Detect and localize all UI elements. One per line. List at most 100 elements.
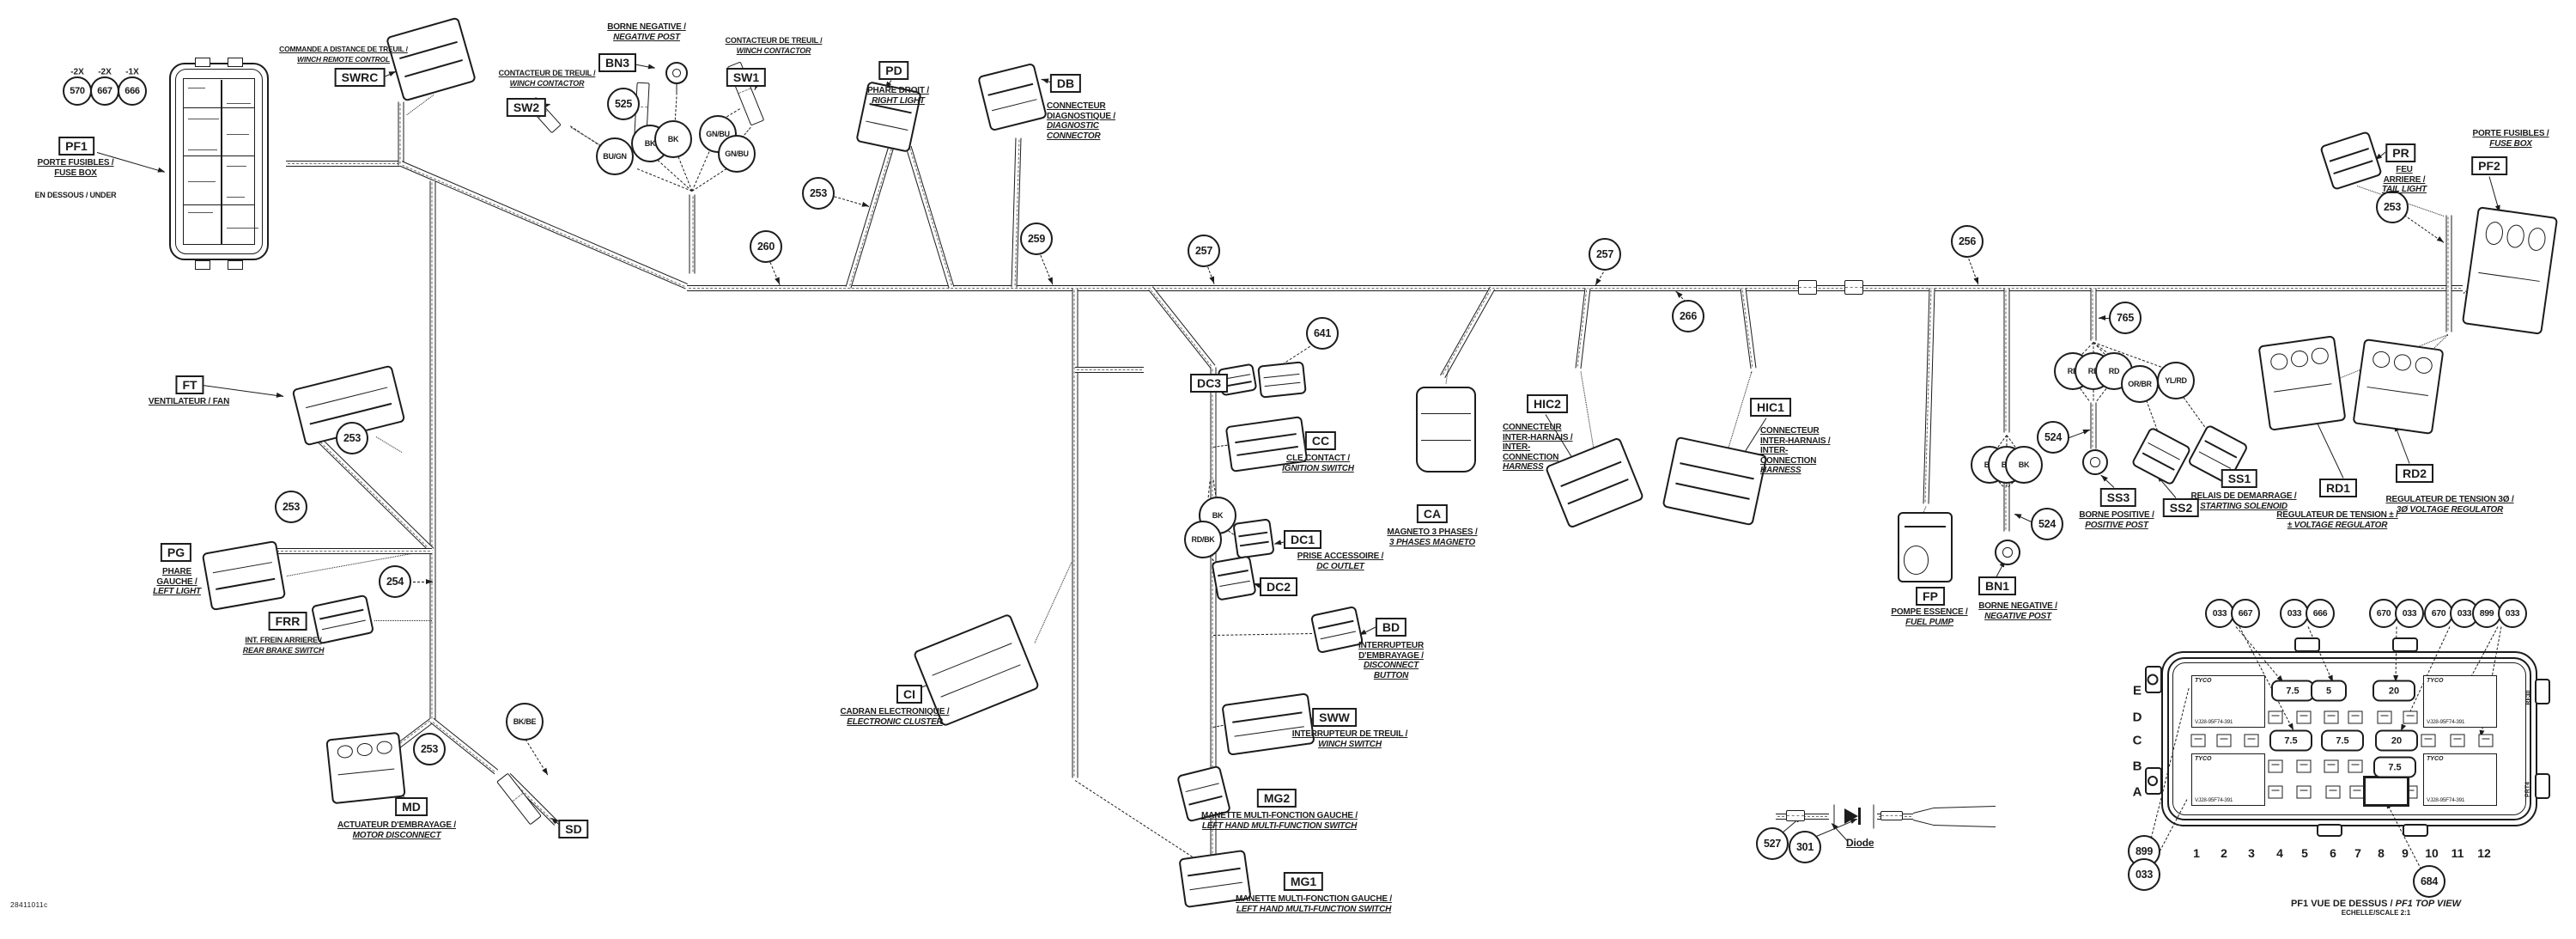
legend-count-2: -1X xyxy=(125,67,139,77)
component-code-rd1: RD1 xyxy=(2318,479,2358,497)
callout-033: 033 xyxy=(2280,599,2309,628)
leader-line xyxy=(569,125,602,147)
harness-conduit xyxy=(1439,286,1496,378)
mounting-hole xyxy=(2147,674,2159,686)
callout-033: 033 xyxy=(2205,599,2234,628)
component-code-pg: PG xyxy=(160,543,192,562)
component-code-sww: SWW xyxy=(1312,708,1357,727)
wire-ref-or-br: OR/BR xyxy=(2121,365,2159,403)
component-label-bn1: BORNE NEGATIVE /NEGATIVE POST xyxy=(1978,601,2057,621)
arrowhead xyxy=(2099,315,2105,320)
ss2-connector xyxy=(2130,426,2192,486)
component-code-swrc: SWRC xyxy=(334,68,386,87)
col-number-1: 1 xyxy=(2193,846,2200,860)
bd-connector xyxy=(1309,605,1364,655)
terminal-3 xyxy=(2348,710,2363,724)
col-number-2: 2 xyxy=(2221,846,2227,860)
harness-conduit xyxy=(2445,215,2452,332)
leader-line xyxy=(1933,806,1996,808)
arrowhead xyxy=(1273,540,1282,546)
leader-line xyxy=(1727,371,1753,451)
terminal-19 xyxy=(2349,785,2365,799)
component-code-frr: FRR xyxy=(268,612,307,631)
caption-en: PF1 TOP VIEW xyxy=(2395,899,2462,909)
wire-ref-bk: BK xyxy=(654,120,692,158)
terminal-17 xyxy=(2296,785,2312,799)
harness-conduit xyxy=(687,284,2463,291)
harness-conduit xyxy=(2090,402,2097,448)
col-number-7: 7 xyxy=(2354,846,2361,860)
callout-670: 670 xyxy=(2424,599,2453,628)
row-letter-A: A xyxy=(2132,784,2142,800)
trunk-inline-1 xyxy=(1798,280,1817,295)
side-tab-RF30: RF30 xyxy=(2525,690,2532,705)
component-label-sw2: CONTACTEUR DE TREUIL /WINCH CONTACTOR xyxy=(498,69,596,88)
harness-conduit xyxy=(1148,285,1216,369)
leader-line xyxy=(1912,820,1935,826)
col-number-3: 3 xyxy=(2248,846,2255,860)
fuse-panel-tab-2 xyxy=(2317,824,2342,837)
leader-line xyxy=(1034,562,1072,643)
callout-667: 667 xyxy=(2231,599,2260,628)
harness-conduit xyxy=(305,425,434,552)
callout-253: 253 xyxy=(336,422,368,454)
component-code-ci: CI xyxy=(896,685,922,704)
pr-connector xyxy=(2319,131,2383,191)
callout-033: 033 xyxy=(2498,599,2527,628)
terminal-7 xyxy=(2216,734,2232,747)
wire-ref-bk-be: BK/BE xyxy=(506,703,544,741)
leader-line xyxy=(1580,371,1595,454)
leader-line xyxy=(202,385,284,397)
rd1-connector xyxy=(2257,335,2347,431)
component-label-bn3: BORNE NEGATIVE /NEGATIVE POST xyxy=(607,22,686,42)
col-number-5: 5 xyxy=(2301,846,2308,860)
leader-line xyxy=(1933,825,1996,827)
arrowhead xyxy=(647,64,656,70)
wire-ref-rd-bk: RD/BK xyxy=(1184,521,1222,558)
component-code-mg1: MG1 xyxy=(1283,872,1324,891)
component-code-bn3: BN3 xyxy=(598,53,637,72)
fuse-panel-outline-1 xyxy=(2167,657,2531,820)
harness-conduit xyxy=(1923,287,1935,504)
dc2-connector xyxy=(1211,555,1257,601)
component-label-rd2: REGULATEUR DE TENSION 3Ø /3Ø VOLTAGE REG… xyxy=(2385,495,2514,515)
component-code-ss1: SS1 xyxy=(2221,469,2258,488)
component-code-hic1: HIC1 xyxy=(1750,398,1791,417)
callout-253: 253 xyxy=(802,177,835,210)
terminal-16 xyxy=(2268,785,2283,799)
callout-033: 033 xyxy=(2395,599,2424,628)
callout-684: 684 xyxy=(2413,865,2445,898)
terminal-14 xyxy=(2324,759,2339,773)
row-letter-D: D xyxy=(2132,710,2142,725)
fuse-7.5-6: 7.5 xyxy=(2373,756,2416,778)
wire-ref-gn-bu: GN/BU xyxy=(699,115,737,153)
col-number-4: 4 xyxy=(2276,846,2283,860)
leader-line xyxy=(1212,633,1313,636)
callout-524: 524 xyxy=(2031,508,2063,540)
col-number-12: 12 xyxy=(2477,846,2491,860)
component-code-pr: PR xyxy=(2385,143,2416,162)
harness-conduit xyxy=(286,160,401,167)
terminal-13 xyxy=(2296,759,2312,773)
pg-connector xyxy=(201,540,287,612)
callout-899: 899 xyxy=(2472,599,2501,628)
harness-conduit xyxy=(845,144,895,289)
terminal-10 xyxy=(2450,734,2465,747)
bn1-ring xyxy=(1995,540,2020,565)
fuse-20-2: 20 xyxy=(2372,680,2415,702)
trunk-inline-2 xyxy=(1844,280,1863,295)
fuse-7.5-0: 7.5 xyxy=(2271,680,2314,702)
callout-524: 524 xyxy=(2037,421,2069,454)
fuse-panel-outline-2 xyxy=(2172,662,2526,815)
col-number-9: 9 xyxy=(2402,846,2409,860)
harness-conduit xyxy=(429,180,436,720)
arrowhead xyxy=(542,767,550,777)
diode-conduit-1 xyxy=(1786,810,1805,821)
diode-symbol xyxy=(1844,808,1863,825)
callout-253: 253 xyxy=(2376,191,2409,223)
legend-ref-570: 570 xyxy=(63,76,92,106)
harness-conduit xyxy=(1575,287,1591,369)
fuse-panel-tab-6 xyxy=(2535,679,2550,704)
